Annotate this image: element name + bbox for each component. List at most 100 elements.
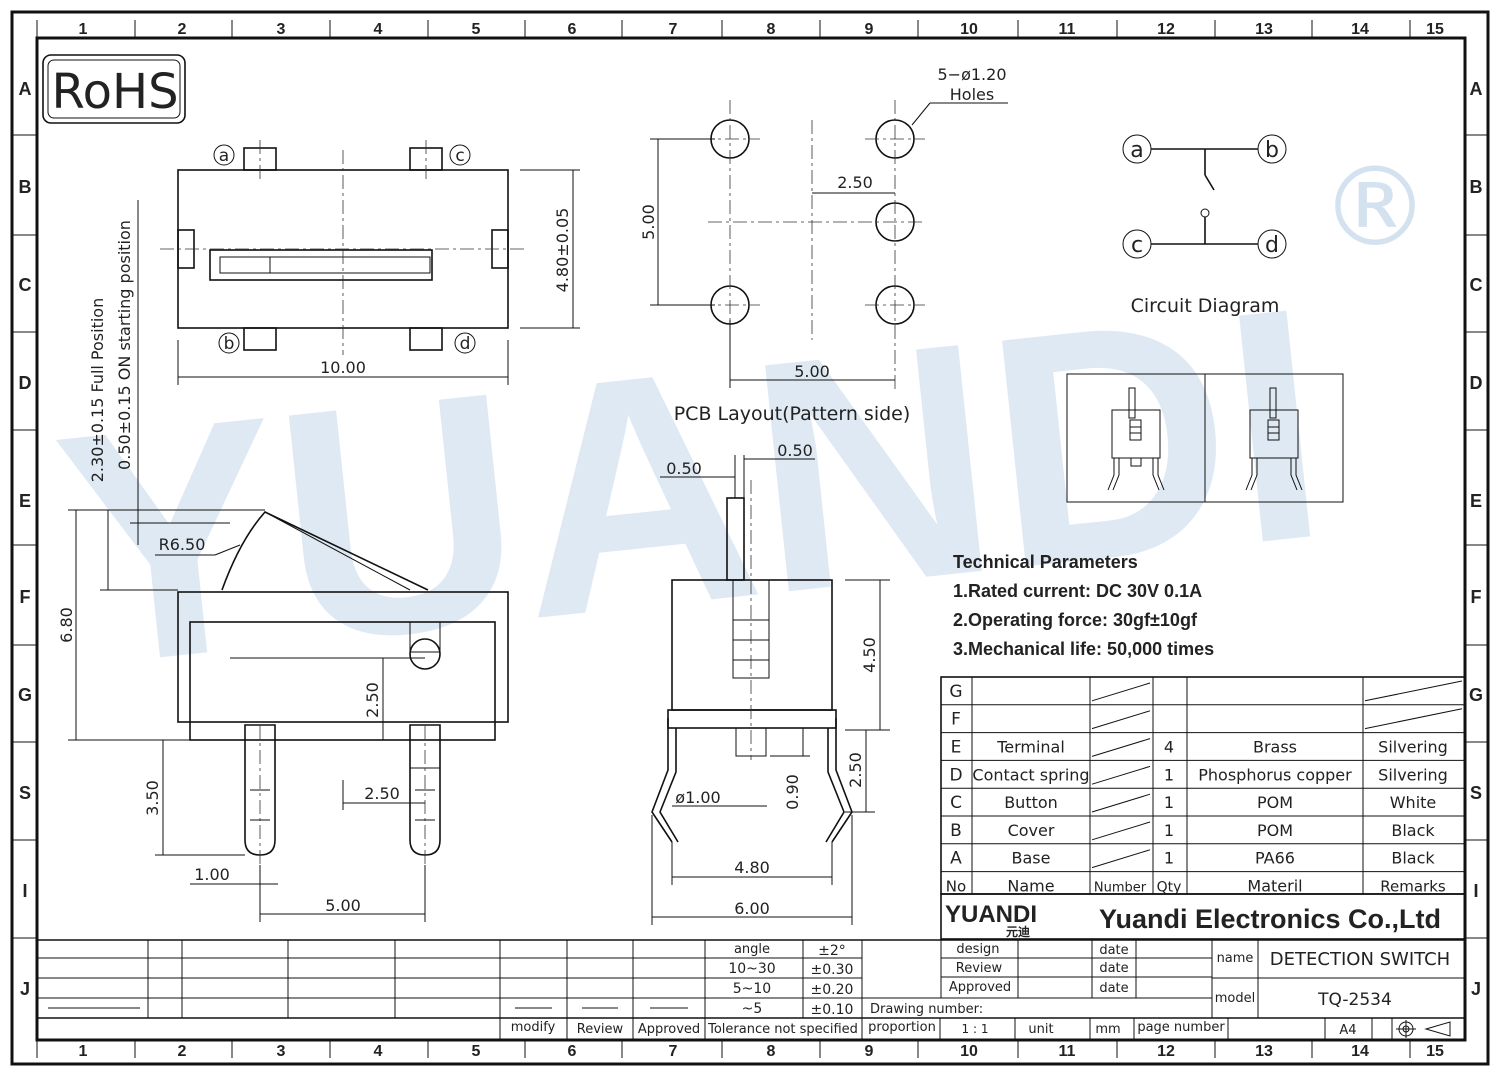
bom-cell-remarks: Silvering [1378, 765, 1448, 784]
bom-cell-no: E [951, 738, 962, 758]
side-on-position: 0.50±0.15 ON starting position [115, 220, 134, 470]
pcb-holes-label: Holes [950, 85, 994, 104]
tol-angle-value: ±2° [818, 943, 846, 959]
rohs-badge: RoHS [42, 54, 186, 124]
grid-col-top-14: 14 [1351, 21, 1369, 38]
pcb-layout: 5.00 2.50 5.00 5−ø1.20 Holes PCB Layout(… [639, 65, 1008, 425]
grid-row-right-J: J [1471, 979, 1481, 999]
front-dim-450: 4.50 [860, 637, 879, 673]
front-dim-dia: ø1.00 [675, 788, 720, 807]
grid-col-top-3: 3 [277, 21, 286, 38]
company-name: Yuandi Electronics Co.,Ltd [1099, 904, 1441, 934]
grid-row-left-D: D [19, 373, 32, 393]
grid-row-right-I: I [1473, 881, 1478, 901]
tb-review: Review [956, 961, 1003, 976]
tb-page-number: page number [1137, 1020, 1225, 1035]
grid-col-bottom-12: 12 [1157, 1043, 1175, 1060]
grid-col-bottom-11: 11 [1059, 1043, 1076, 1060]
tb-paper: A4 [1339, 1023, 1356, 1038]
side-height-dim: 6.80 [57, 607, 76, 643]
tb-date-2: date [1099, 961, 1128, 976]
grid-col-bottom-8: 8 [767, 1043, 776, 1060]
side-pin-length-dim: 3.50 [143, 780, 162, 816]
front-dim-050-a: 0.50 [666, 459, 702, 478]
grid-row-right-B: B [1470, 177, 1483, 197]
company-block: YUANDI 元迪 Yuandi Electronics Co.,Ltd [940, 893, 1466, 940]
side-view: 6.80 2.30±0.15 Full Position 0.50±0.15 O… [57, 200, 509, 922]
bom-cell-material: Phosphorus copper [1198, 765, 1352, 784]
grid-col-top-15: 15 [1426, 21, 1444, 38]
tol-caption: Tolerance not specified [707, 1022, 858, 1037]
grid-col-bottom-4: 4 [374, 1043, 383, 1060]
tb-date-3: date [1099, 981, 1128, 996]
bom-cell-name: Base [1012, 849, 1051, 868]
top-pin-d: d [460, 334, 471, 354]
bom-cell-no: C [950, 793, 962, 813]
grid-row-left-C: C [19, 275, 32, 295]
border-frame [10, 10, 1490, 1066]
grid-col-top-9: 9 [865, 21, 874, 38]
bom-cell-no: G [949, 682, 962, 702]
grid-col-bottom-9: 9 [865, 1043, 874, 1060]
grid-col-top-6: 6 [568, 21, 577, 38]
grid-col-top-4: 4 [374, 21, 383, 38]
pcb-holes-dim: 5−ø1.20 [938, 65, 1007, 84]
bom-cell-material: PA66 [1255, 849, 1295, 868]
col-approved: Approved [638, 1022, 700, 1037]
watermark: YUANDI ® [43, 143, 1430, 736]
grid-col-top-7: 7 [669, 21, 678, 38]
grid-col-bottom-14: 14 [1351, 1043, 1369, 1060]
bom-cell-name: Terminal [996, 738, 1065, 757]
tb-proportion: proportion [868, 1020, 936, 1035]
bom-cell-qty: 1 [1164, 849, 1174, 868]
grid-row-right-A: A [1470, 79, 1483, 99]
tol-range-3: ~5 [742, 1001, 763, 1017]
grid-col-bottom-1: 1 [79, 1043, 88, 1060]
tb-model-value: TQ-2534 [1317, 990, 1392, 1010]
circuit-pin-c: c [1131, 233, 1143, 258]
side-radius-dim: R6.50 [159, 535, 206, 554]
grid-row-right-C: C [1470, 275, 1483, 295]
side-pitch-dim: 2.50 [364, 784, 400, 803]
tol-range-1-value: ±0.30 [811, 962, 854, 978]
rohs-text: RoHS [51, 64, 178, 120]
top-view: a c b d 10.00 4.80±0.05 [160, 140, 580, 385]
tb-name-value: DETECTION SWITCH [1270, 949, 1450, 970]
tb-name-label: name [1217, 951, 1254, 966]
bom-cell-no: D [949, 765, 962, 785]
bom-cell-remarks: Black [1391, 849, 1435, 868]
tb-unit: unit [1028, 1022, 1053, 1037]
side-dim-500: 5.00 [325, 896, 361, 915]
tech-line-3: 3.Mechanical life: 50,000 times [953, 639, 1214, 659]
bom-row: G [949, 680, 1463, 702]
grid-row-left-B: B [19, 177, 32, 197]
circuit-pin-d: d [1265, 233, 1279, 258]
tech-line-2: 2.Operating force: 30gf±10gf [953, 610, 1198, 630]
company-logo-cn: 元迪 [1006, 924, 1030, 939]
bom-cell-name: Button [1004, 793, 1058, 812]
grid-col-bottom-6: 6 [568, 1043, 577, 1060]
grid-row-left-A: A [19, 79, 32, 99]
tol-angle: angle [734, 942, 770, 957]
grid-row-right-D: D [1470, 373, 1483, 393]
bom-row: F [951, 708, 1463, 730]
tb-date-1: date [1099, 943, 1128, 958]
grid-row-left-E: E [19, 491, 31, 511]
grid-ticks [12, 20, 1488, 1058]
bom-header-number: Number [1094, 881, 1147, 896]
technical-parameters: Technical Parameters 1.Rated current: DC… [953, 552, 1214, 659]
front-dim-050-b: 0.50 [777, 441, 813, 460]
bom-cell-qty: 1 [1164, 821, 1174, 840]
front-dim-090: 0.90 [783, 774, 802, 810]
grid-col-bottom-2: 2 [178, 1043, 187, 1060]
bom-cell-material: POM [1257, 793, 1293, 812]
bom-cell-remarks: White [1390, 793, 1437, 812]
